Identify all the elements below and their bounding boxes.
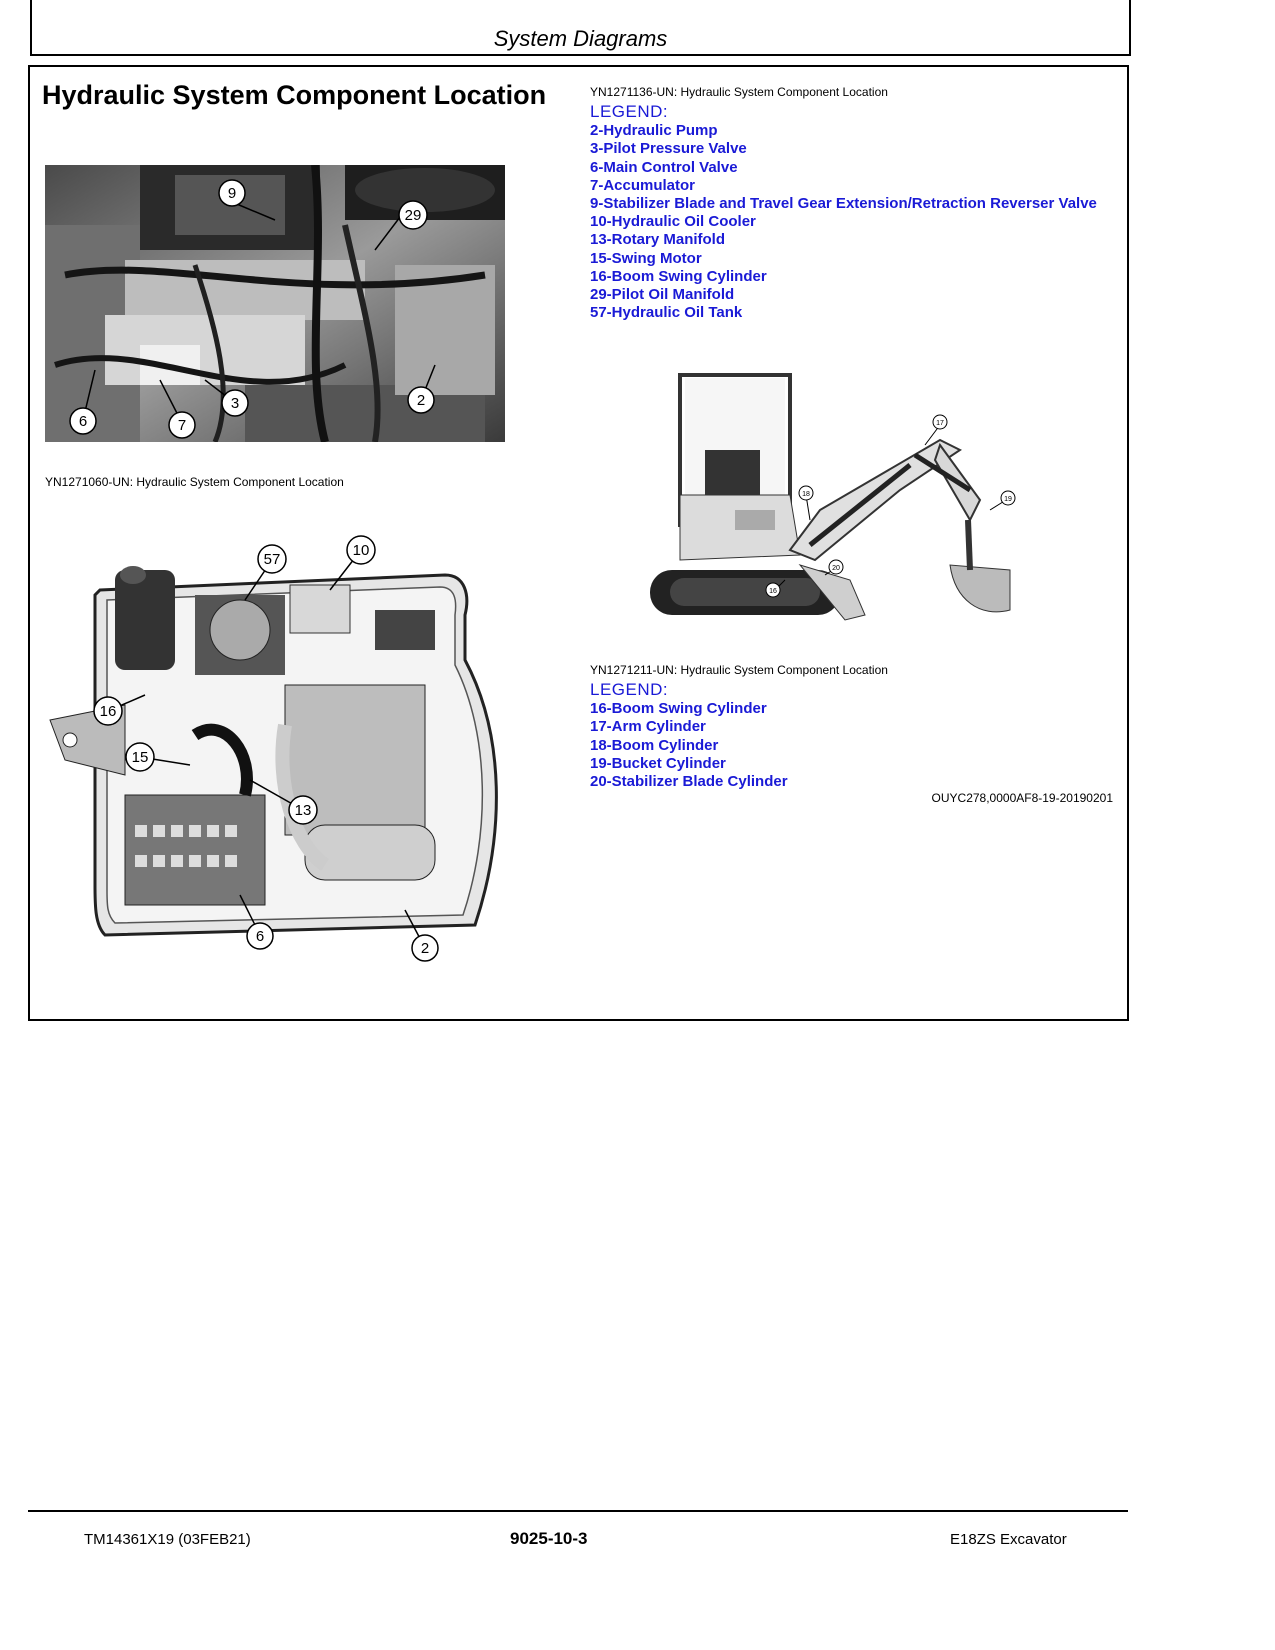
footer-divider bbox=[28, 1510, 1128, 1512]
callout-9: 9 bbox=[228, 185, 236, 202]
callout-15: 15 bbox=[132, 749, 149, 766]
legend-2: LEGEND: 16-Boom Swing Cylinder 17-Arm Cy… bbox=[590, 680, 1115, 791]
section-title: System Diagrams bbox=[493, 26, 668, 51]
page-header: System Diagrams bbox=[30, 0, 1131, 56]
content-frame bbox=[28, 65, 1129, 1021]
callout-17: 17 bbox=[936, 420, 944, 427]
callout-16c: 16 bbox=[769, 588, 777, 595]
footer-model: E18ZS Excavator bbox=[950, 1531, 1067, 1548]
figure3-caption: YN1271211-UN: Hydraulic System Component… bbox=[590, 663, 888, 677]
legend-item: 10-Hydraulic Oil Cooler bbox=[590, 213, 756, 231]
callout-19: 19 bbox=[1004, 496, 1012, 503]
callout-2b: 2 bbox=[421, 940, 429, 957]
legend-item: 17-Arm Cylinder bbox=[590, 718, 706, 736]
legend-item: 16-Boom Swing Cylinder bbox=[590, 267, 767, 285]
callout-13: 13 bbox=[295, 802, 312, 819]
figure-excavator-side-view: 17 18 19 20 16 bbox=[650, 373, 1016, 621]
legend-item: 16-Boom Swing Cylinder bbox=[590, 700, 767, 718]
legend-item: 18-Boom Cylinder bbox=[590, 736, 719, 754]
figure2-caption: YN1271136-UN: Hydraulic System Component… bbox=[590, 85, 888, 99]
legend-item: 57-Hydraulic Oil Tank bbox=[590, 304, 743, 322]
legend-item: 9-Stabilizer Blade and Travel Gear Exten… bbox=[590, 195, 1097, 213]
callout-6b: 6 bbox=[256, 928, 264, 945]
legend-item: 19-Bucket Cylinder bbox=[590, 754, 726, 772]
callout-7: 7 bbox=[178, 417, 186, 434]
legend-item: 20-Stabilizer Blade Cylinder bbox=[590, 773, 788, 791]
footer-page-number: 9025-10-3 bbox=[510, 1529, 588, 1548]
footer-manual-id: TM14361X19 (03FEB21) bbox=[84, 1531, 251, 1548]
legend-item: 29-Pilot Oil Manifold bbox=[590, 286, 735, 304]
legend-item: 7-Accumulator bbox=[590, 176, 696, 194]
figure1-caption: YN1271060-UN: Hydraulic System Component… bbox=[45, 475, 344, 489]
callout-18: 18 bbox=[802, 491, 810, 498]
callout-20: 20 bbox=[832, 565, 840, 572]
legend-item: 15-Swing Motor bbox=[590, 249, 702, 267]
callout-10: 10 bbox=[353, 542, 370, 559]
callout-57: 57 bbox=[264, 551, 281, 568]
legend-item: 3-Pilot Pressure Valve bbox=[590, 140, 747, 158]
page-title: Hydraulic System Component Location bbox=[42, 80, 547, 110]
callout-2: 2 bbox=[417, 392, 425, 409]
callout-16: 16 bbox=[100, 703, 117, 720]
callout-3: 3 bbox=[231, 395, 239, 412]
figure-engine-compartment-photo: 9 29 6 7 3 2 bbox=[45, 165, 505, 442]
legend-item: 6-Main Control Valve bbox=[590, 158, 738, 176]
legend-1: LEGEND: 2-Hydraulic Pump 3-Pilot Pressur… bbox=[590, 102, 1115, 322]
reference-id: OUYC278,0000AF8-19-20190201 bbox=[931, 791, 1113, 805]
callout-6: 6 bbox=[79, 413, 87, 430]
callout-29: 29 bbox=[405, 207, 422, 224]
legend-1-heading: LEGEND: bbox=[590, 102, 669, 121]
figure-top-view-drawing: 57 10 16 15 13 6 2 bbox=[49, 535, 498, 962]
legend-2-heading: LEGEND: bbox=[590, 680, 669, 699]
legend-item: 2-Hydraulic Pump bbox=[590, 122, 718, 140]
legend-item: 13-Rotary Manifold bbox=[590, 231, 726, 249]
